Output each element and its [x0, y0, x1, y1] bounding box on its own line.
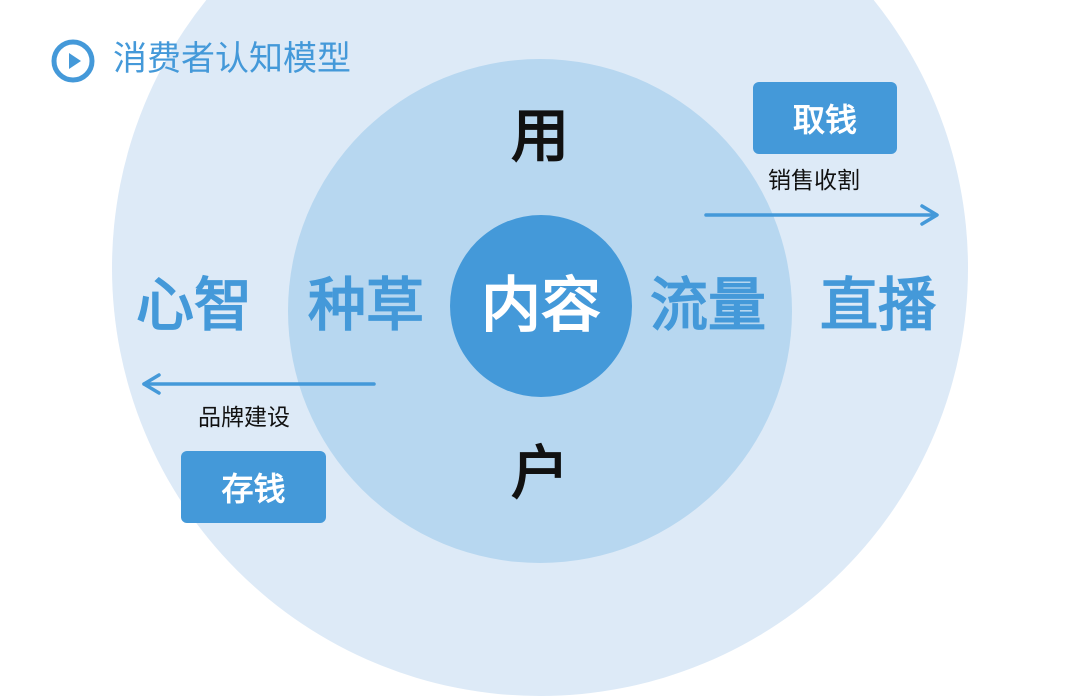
save-money-label: 存钱	[221, 470, 286, 508]
take-money-label: 取钱	[792, 101, 857, 139]
arrow-left-icon	[142, 373, 376, 395]
label-mind: 心智	[136, 271, 253, 339]
label-seeding: 种草	[308, 271, 425, 339]
save-money-tag: 存钱	[181, 451, 326, 523]
core-label: 内容	[481, 271, 601, 341]
page-title: 消费者认知模型	[113, 39, 351, 79]
core-circle	[450, 215, 632, 397]
label-traffic: 流量	[650, 271, 767, 339]
user-label-top: 用	[511, 102, 570, 170]
take-money-tag: 取钱	[753, 82, 897, 154]
sales-harvest-note: 销售收割	[768, 168, 860, 194]
label-livestream: 直播	[820, 271, 937, 339]
play-circle-icon	[51, 39, 95, 83]
user-label-bottom: 户	[511, 439, 570, 507]
brand-building-note: 品牌建设	[198, 405, 290, 431]
arrow-right-icon	[704, 204, 939, 226]
